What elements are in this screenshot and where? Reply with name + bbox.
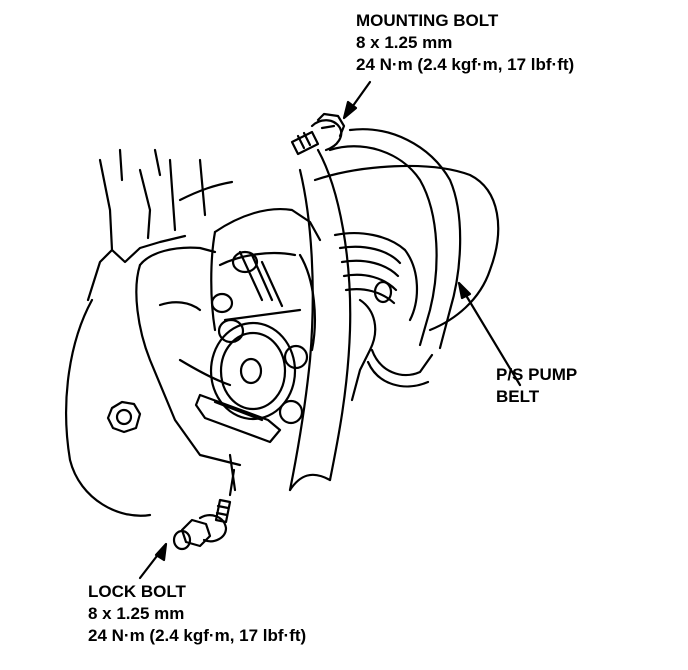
lock-bolt-torque: 24 N·m (2.4 kgf·m, 17 lbf·ft) bbox=[88, 626, 307, 645]
mounting-bolt-arrow bbox=[342, 80, 372, 120]
lock-bolt-leader bbox=[228, 468, 236, 497]
ps-pump-belt bbox=[288, 148, 352, 492]
lock-bolt-callout: LOCK BOLT 8 x 1.25 mm 24 N·m (2.4 kgf·m,… bbox=[88, 581, 306, 647]
belt-label-line1: P/S PUMP bbox=[496, 365, 578, 384]
belt-label-line2: BELT bbox=[496, 387, 540, 406]
ps-pump-pulley bbox=[313, 164, 500, 402]
lock-bolt-name: LOCK BOLT bbox=[88, 582, 186, 601]
engine-nut bbox=[106, 400, 142, 434]
engine-block bbox=[65, 148, 234, 517]
mounting-bolt-torque: 24 N·m (2.4 kgf·m, 17 lbf·ft) bbox=[356, 55, 575, 74]
ps-pump-body bbox=[210, 208, 322, 352]
mounting-bolt-callout: MOUNTING BOLT 8 x 1.25 mm 24 N·m (2.4 kg… bbox=[356, 10, 574, 76]
belt-arrow bbox=[457, 281, 522, 387]
ps-hose bbox=[328, 128, 462, 388]
pump-bracket bbox=[135, 246, 282, 492]
lock-bolt-size: 8 x 1.25 mm bbox=[88, 604, 185, 623]
mounting-bolt-name: MOUNTING BOLT bbox=[356, 11, 499, 30]
lock-bolt bbox=[172, 498, 232, 551]
pump-face-plate bbox=[209, 250, 309, 425]
lock-bolt-arrow bbox=[138, 542, 168, 580]
mounting-bolt bbox=[290, 112, 346, 156]
ps-pump-belt-callout: P/S PUMP BELT bbox=[496, 364, 577, 408]
mounting-bolt-size: 8 x 1.25 mm bbox=[356, 33, 453, 52]
